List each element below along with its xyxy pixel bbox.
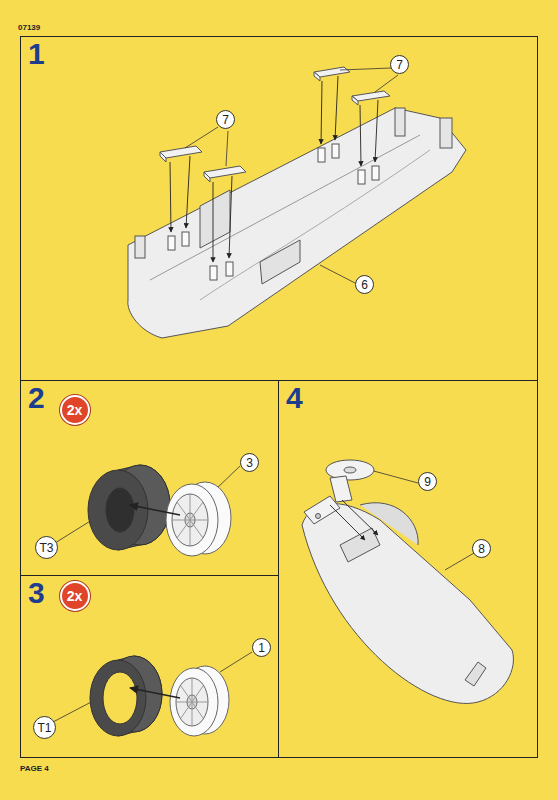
tyre-part — [90, 656, 162, 736]
step-number: 2 — [28, 383, 45, 413]
quantity-badge: 2x — [60, 581, 90, 611]
callout-number: 6 — [355, 275, 374, 294]
step-number: 4 — [286, 383, 303, 413]
step-panel: 4 9 8 — [278, 380, 538, 758]
assembly-arrow — [130, 505, 180, 515]
callout-text: 1 — [258, 642, 265, 654]
assembly-arrows — [330, 500, 378, 540]
callout-text: 7 — [222, 114, 229, 126]
kit-number: 07139 — [18, 23, 40, 32]
quantity-text: 2x — [67, 589, 83, 603]
callout-number: 8 — [472, 539, 491, 558]
callout-number: T1 — [33, 716, 56, 739]
page-number: PAGE 4 — [20, 764, 49, 773]
tyre-part — [88, 465, 170, 550]
callout-number: 9 — [418, 472, 437, 491]
callout-text: T1 — [37, 722, 51, 734]
callout-text: 7 — [396, 59, 403, 71]
callout-text: 9 — [424, 476, 431, 488]
chassis-part — [128, 108, 466, 338]
callout-text: 8 — [478, 543, 485, 555]
quantity-badge: 2x — [60, 395, 90, 425]
step-panel: 2 2x 3T3 — [20, 380, 279, 576]
wheel-rim-part — [170, 666, 229, 736]
callout-number: 7 — [390, 55, 409, 74]
interior-part — [302, 503, 513, 704]
callout-text: T3 — [39, 542, 53, 554]
step-panel: 3 2x 1T1 — [20, 575, 279, 758]
wheel-rim-part — [166, 482, 231, 556]
assembly-arrow — [130, 688, 180, 698]
assembly-arrows — [170, 76, 378, 262]
callout-number: 1 — [252, 638, 271, 657]
step-number: 1 — [28, 39, 45, 69]
callout-text: 6 — [361, 279, 368, 291]
quantity-text: 2x — [67, 403, 83, 417]
callout-number: 3 — [240, 453, 259, 472]
step-number: 3 — [28, 578, 45, 608]
callout-text: 3 — [246, 457, 253, 469]
callout-number: T3 — [35, 536, 58, 559]
step-panel: 1776 — [20, 36, 538, 381]
callout-number: 7 — [216, 110, 235, 129]
bracket-part — [160, 67, 390, 182]
